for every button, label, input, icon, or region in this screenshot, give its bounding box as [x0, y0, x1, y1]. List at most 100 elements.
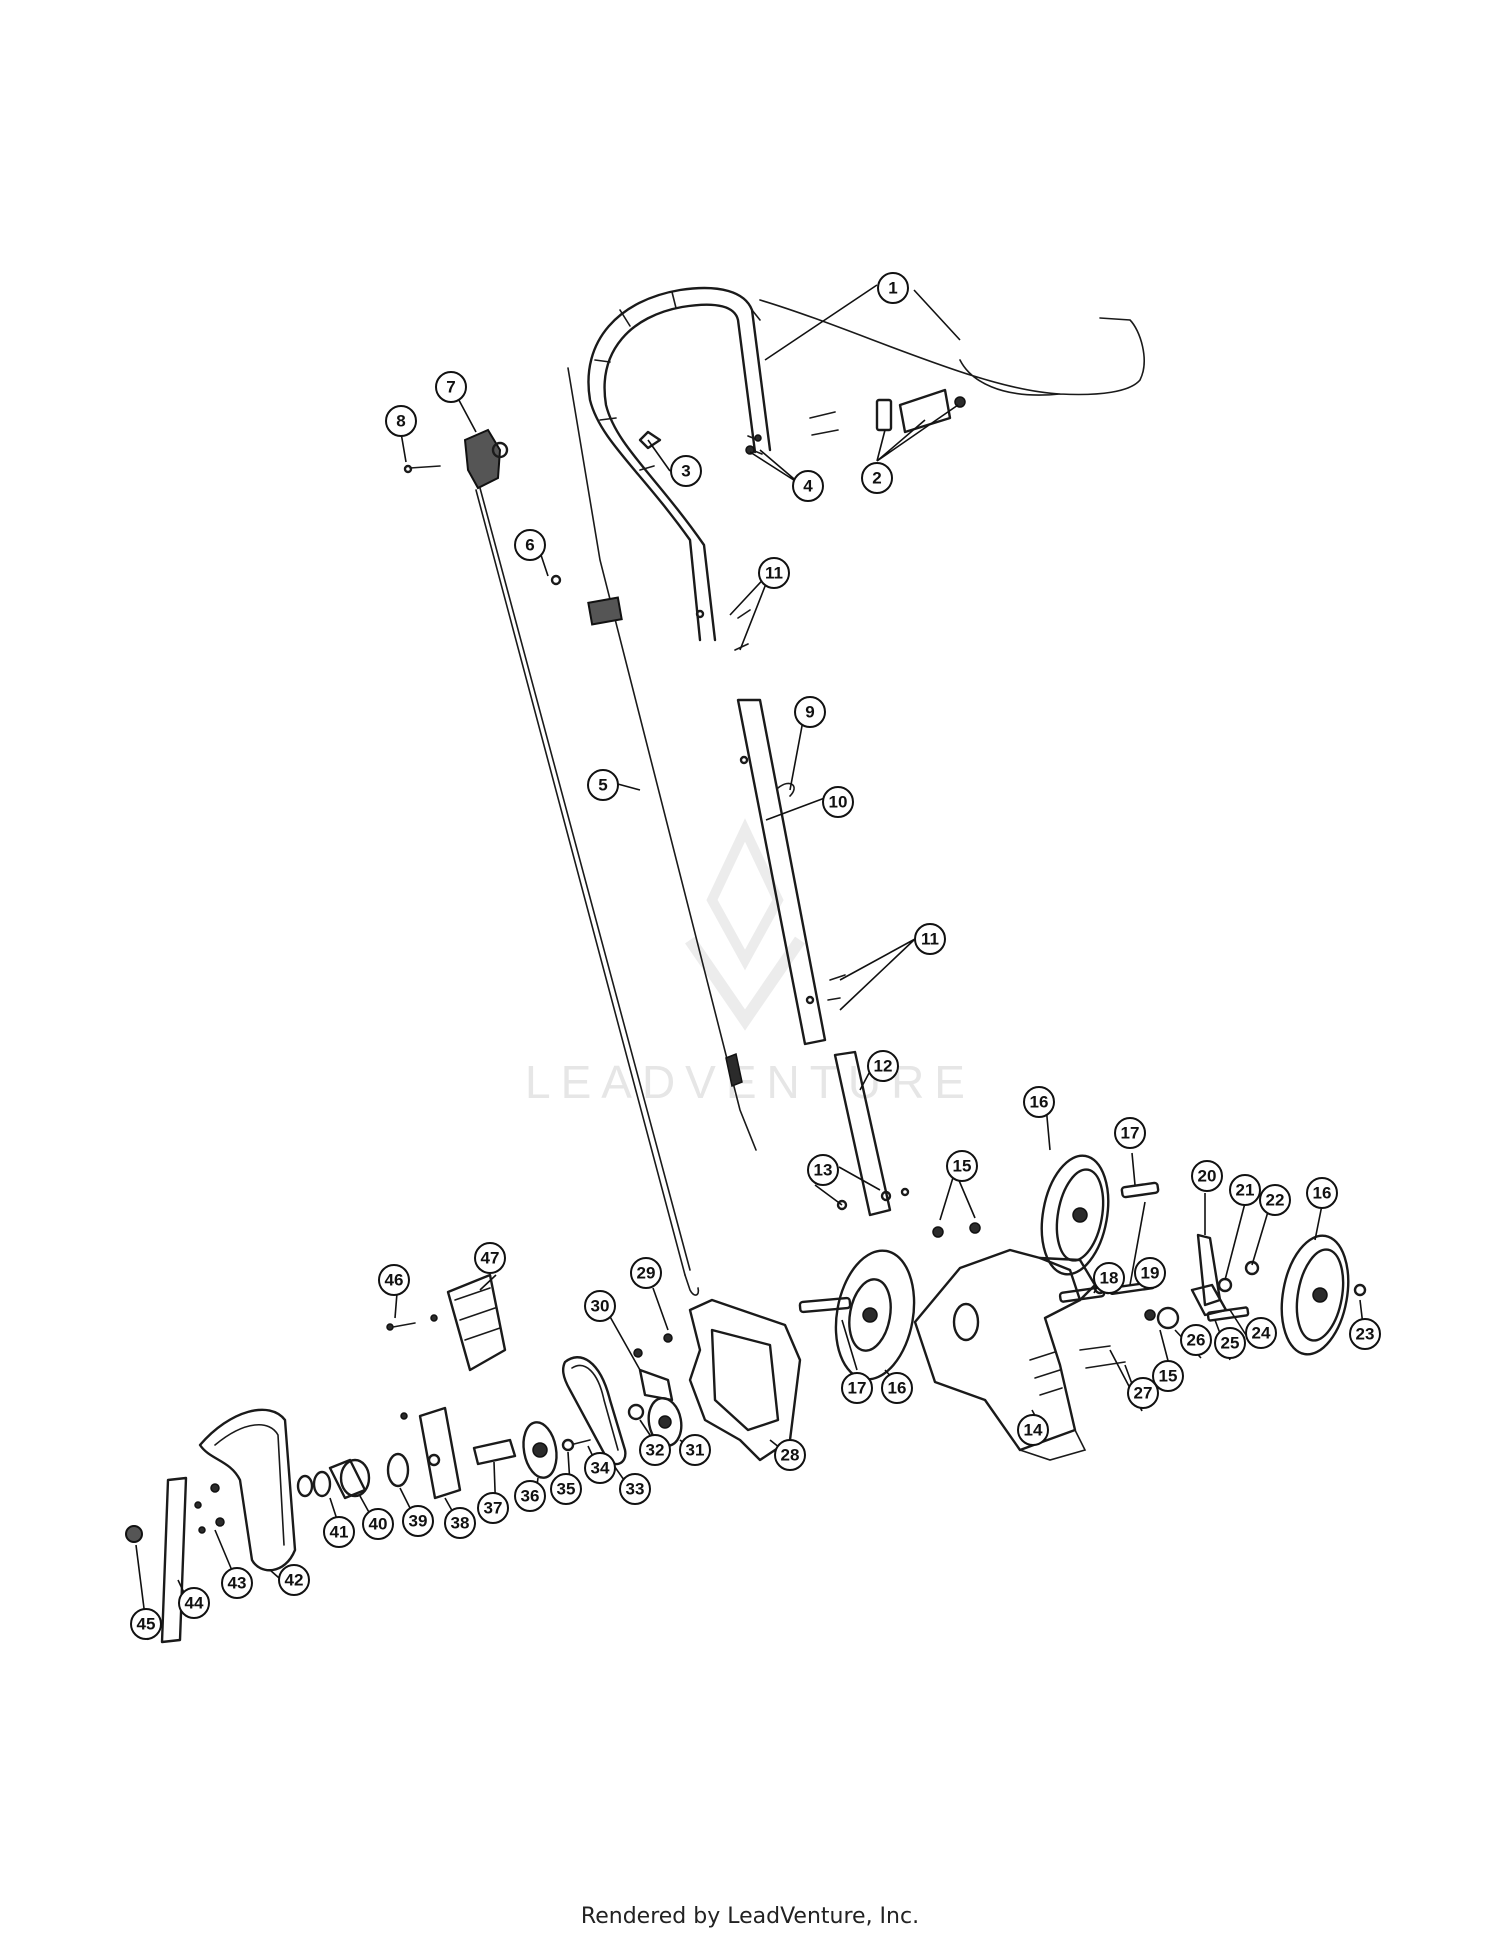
callout: 47: [474, 1242, 506, 1274]
callout: 6: [514, 529, 546, 561]
svg-text:15: 15: [953, 1157, 972, 1176]
callout: 17: [841, 1372, 873, 1404]
svg-text:26: 26: [1187, 1331, 1206, 1350]
callout: 4: [792, 470, 824, 502]
svg-text:46: 46: [385, 1271, 404, 1290]
control-knob: [403, 428, 509, 490]
svg-text:27: 27: [1134, 1384, 1153, 1403]
callout: 13: [807, 1154, 839, 1186]
callout: 5: [587, 769, 619, 801]
callout: 1: [877, 272, 909, 304]
svg-text:15: 15: [1159, 1367, 1178, 1386]
svg-text:5: 5: [598, 776, 607, 795]
callout: 2: [861, 462, 893, 494]
callout: 38: [444, 1507, 476, 1539]
callout: 11: [758, 557, 790, 589]
svg-text:18: 18: [1100, 1269, 1119, 1288]
callout: 27: [1127, 1377, 1159, 1409]
svg-text:31: 31: [686, 1441, 705, 1460]
svg-text:19: 19: [1141, 1264, 1160, 1283]
callout: 44: [178, 1587, 210, 1619]
callout: 31: [679, 1434, 711, 1466]
svg-text:1: 1: [888, 279, 897, 298]
callout: 18: [1093, 1262, 1125, 1294]
svg-text:12: 12: [874, 1057, 893, 1076]
svg-text:36: 36: [521, 1487, 540, 1506]
callout: 20: [1191, 1160, 1223, 1192]
svg-text:8: 8: [396, 412, 405, 431]
blade-shaft-assembly: [296, 1406, 517, 1500]
cables: [475, 367, 757, 1296]
callout: 16: [1023, 1086, 1055, 1118]
callout: 37: [477, 1492, 509, 1524]
callout: 11: [914, 923, 946, 955]
callout: 36: [514, 1480, 546, 1512]
svg-text:25: 25: [1221, 1334, 1240, 1353]
svg-text:9: 9: [805, 703, 814, 722]
callout: 17: [1114, 1117, 1146, 1149]
callout: 45: [130, 1608, 162, 1640]
svg-text:14: 14: [1024, 1421, 1043, 1440]
callout: 8: [385, 405, 417, 437]
callout: 16: [881, 1372, 913, 1404]
callout: 16: [1306, 1177, 1338, 1209]
callout: 28: [774, 1439, 806, 1471]
callout: 46: [378, 1264, 410, 1296]
callout: 24: [1245, 1317, 1277, 1349]
callouts: 1 2 3 4 5 6 7 8 9 10 11 11 12 13 14 15 1…: [130, 272, 1381, 1640]
callout: 26: [1180, 1324, 1212, 1356]
svg-text:41: 41: [330, 1523, 349, 1542]
svg-text:30: 30: [591, 1297, 610, 1316]
watermark: LEADVENTURE: [525, 818, 965, 1108]
svg-text:11: 11: [765, 564, 783, 583]
svg-text:45: 45: [137, 1615, 156, 1634]
callout: 32: [639, 1434, 671, 1466]
callout: 40: [362, 1508, 394, 1540]
svg-text:16: 16: [888, 1379, 907, 1398]
lower-handle-tube: [695, 609, 846, 1046]
svg-text:44: 44: [185, 1594, 204, 1613]
callout: 10: [822, 786, 854, 818]
callout: 14: [1017, 1414, 1049, 1446]
svg-text:40: 40: [369, 1515, 388, 1534]
svg-text:16: 16: [1030, 1093, 1049, 1112]
callout: 34: [584, 1452, 616, 1484]
upper-handle: [587, 286, 1145, 642]
belt-cover: [688, 1298, 802, 1462]
svg-text:39: 39: [409, 1512, 428, 1531]
footer-credit: Rendered by LeadVenture, Inc.: [580, 1904, 920, 1929]
deflector: [386, 1273, 507, 1372]
svg-text:3: 3: [681, 462, 690, 481]
svg-text:38: 38: [451, 1514, 470, 1533]
svg-text:16: 16: [1313, 1184, 1332, 1203]
svg-text:28: 28: [781, 1446, 800, 1465]
callout: 42: [278, 1564, 310, 1596]
callout: 39: [402, 1505, 434, 1537]
callout: 3: [670, 455, 702, 487]
svg-text:24: 24: [1252, 1324, 1271, 1343]
svg-text:23: 23: [1356, 1325, 1375, 1344]
svg-text:43: 43: [228, 1574, 247, 1593]
callout: 35: [550, 1473, 582, 1505]
svg-text:7: 7: [446, 378, 455, 397]
frame: [913, 1248, 1097, 1461]
leader-lines: [135, 284, 1365, 1641]
svg-text:10: 10: [829, 793, 848, 812]
svg-text:29: 29: [637, 1264, 656, 1283]
axle-hardware: [798, 1181, 1367, 1369]
callout: 25: [1214, 1327, 1246, 1359]
callout: 22: [1259, 1184, 1291, 1216]
handle-hardware: [638, 388, 966, 455]
svg-text:42: 42: [285, 1571, 304, 1590]
svg-text:17: 17: [848, 1379, 867, 1398]
callout: 43: [221, 1567, 253, 1599]
callout: 29: [630, 1257, 662, 1289]
handle-bracket: [833, 1050, 910, 1217]
callout: 7: [435, 371, 467, 403]
callout: 15: [1152, 1360, 1184, 1392]
svg-text:11: 11: [921, 930, 939, 949]
svg-text:21: 21: [1236, 1181, 1255, 1200]
svg-text:37: 37: [484, 1499, 503, 1518]
blade-guard-assembly: [125, 1408, 297, 1644]
